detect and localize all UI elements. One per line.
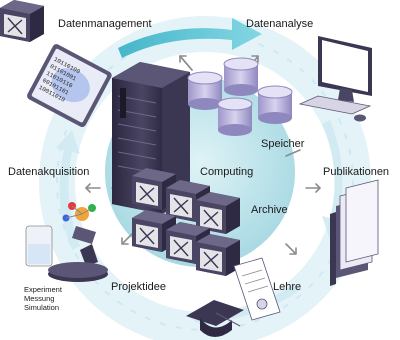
desktop-computer-icon [298, 36, 372, 122]
label-computing: Computing [200, 166, 254, 178]
label-speicher: Speicher [261, 138, 305, 150]
database-cylinders-icon [187, 57, 293, 136]
document-stack-icon [330, 179, 379, 286]
label-experiment-group: Experiment Messung Simulation [24, 285, 84, 312]
label-experiment: Experiment [24, 285, 62, 294]
label-datenanalyse: Datenanalyse [246, 18, 314, 30]
graduation-cap-diploma-icon [186, 257, 281, 337]
label-projektidee: Projektidee [111, 281, 167, 293]
label-simulation: Simulation [24, 303, 60, 312]
cycle-arrow-left [56, 130, 80, 250]
binary-data-tablet-icon: 10110100 01101001 11010110 00101101 1001… [27, 44, 112, 128]
label-lehre: Lehre [273, 281, 302, 293]
label-archive: Archive [251, 204, 288, 216]
cycle-arrow-top [118, 18, 262, 58]
lab-microscope-icon [25, 202, 108, 282]
label-messung: Messung [24, 294, 55, 303]
label-datenakquisition: Datenakquisition [8, 166, 90, 178]
tape-archive-boxes-icon [0, 0, 241, 277]
label-publikationen: Publikationen [323, 166, 390, 178]
label-datenmanagement: Datenmanagement [58, 18, 152, 30]
